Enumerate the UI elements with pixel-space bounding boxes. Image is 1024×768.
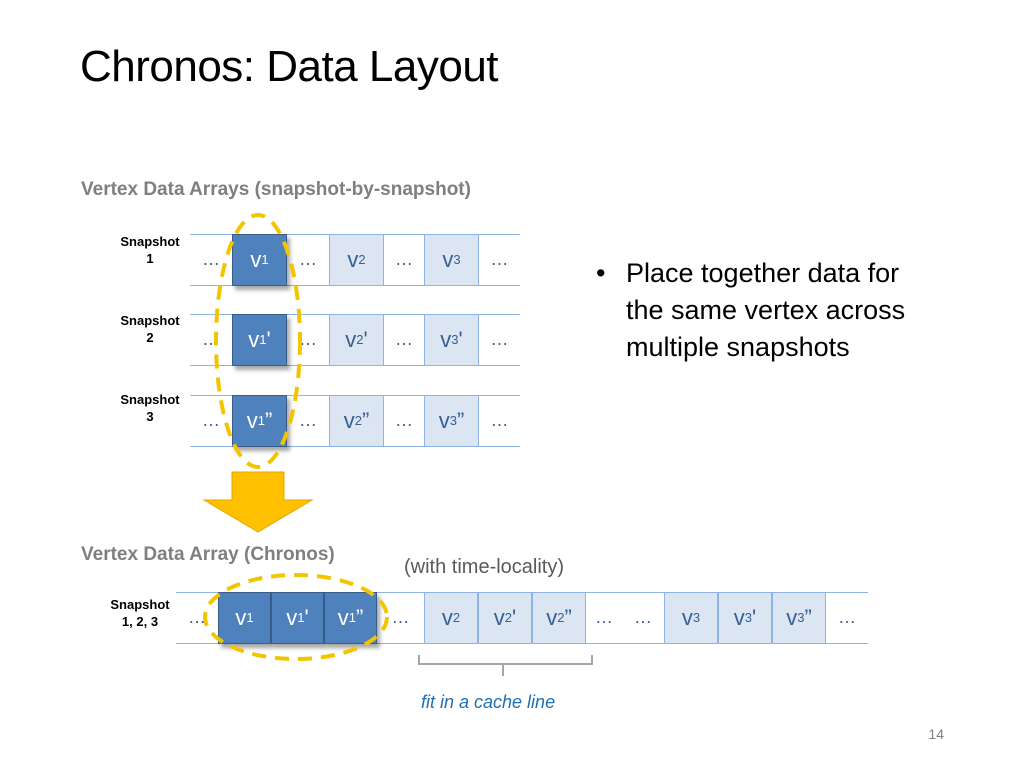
array-cell-3-7: … [490,410,509,430]
array-cell-2-7: … [490,329,509,349]
bullet-text: Place together data for the same vertex … [626,258,906,362]
chronos-cell-14: … [838,607,856,627]
snapshot-label-combined: Snapshot 1, 2, 3 [110,597,170,629]
chronos-cell-9: … [595,607,613,627]
bottom-section-heading: Vertex Data Array (Chronos) [81,544,335,565]
snapshot-label-3: Snapshot 3 [120,392,180,424]
page-number: 14 [928,726,944,742]
chronos-cell-5: … [391,607,410,627]
vertical-ellipse [214,213,302,469]
cache-line-brace [418,655,593,676]
array-cell-3-1: … [202,410,220,430]
cache-line-note: fit in a cache line [421,692,556,712]
bullet-dot: • [596,258,606,288]
array-cell-2-5: … [395,329,413,349]
slide-title: Chronos: Data Layout [80,42,499,91]
array-cell-3-5: … [395,410,413,430]
array-cell-1-3: … [299,249,317,269]
down-arrow [202,471,314,533]
snapshot-label-2: Snapshot 2 [120,313,180,345]
array-cell-1-1: … [202,249,220,269]
array-cell-1-7: … [490,249,509,269]
snapshot-label-1: Snapshot 1 [120,234,180,266]
array-cell-2-3: … [299,329,317,349]
array-cell-1-5: … [395,249,413,269]
time-locality-note: (with time-locality) [404,556,565,578]
chronos-cell-10: … [634,607,652,627]
horizontal-ellipse [203,573,389,661]
top-section-heading: Vertex Data Arrays (snapshot-by-snapshot… [81,179,471,200]
array-cell-3-3: … [299,410,317,430]
chronos-cell-1: … [188,607,206,627]
